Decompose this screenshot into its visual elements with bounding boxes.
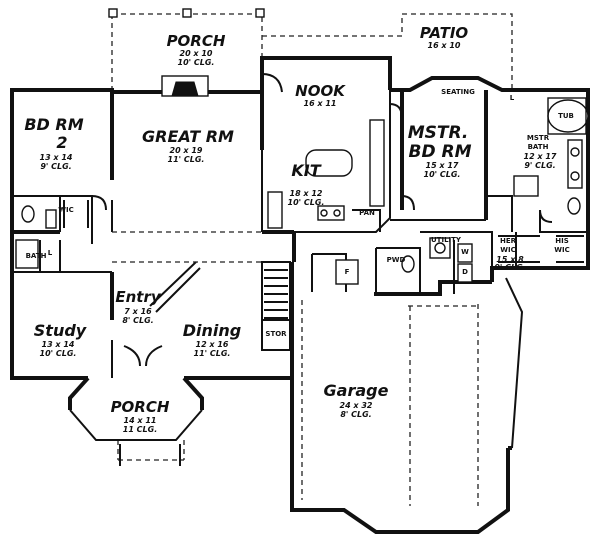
great-rm-name: GREAT RM xyxy=(142,127,234,146)
nook-name: NOOK xyxy=(295,82,346,100)
great-rm-dim: 20 x 19 xyxy=(170,146,203,155)
porch-column xyxy=(255,8,265,18)
interior-walls xyxy=(12,90,588,378)
linen-label-2: L xyxy=(510,94,515,102)
bd-rm-2-name-2: 2 xyxy=(56,133,67,152)
dryer-label: D xyxy=(462,268,468,276)
porch-column xyxy=(108,8,118,18)
utility-label: UTILITY xyxy=(431,236,462,244)
kitchen-counter xyxy=(369,119,385,207)
patio-dim: 16 x 10 xyxy=(428,41,461,50)
labels: PORCH 20 x 10 10' CLG. PATIO 16 x 10 NOO… xyxy=(24,24,574,434)
powder-label: PWD xyxy=(387,256,406,264)
kit-dim: 18 x 12 xyxy=(290,189,323,198)
mstr-bath-name-1: MSTR xyxy=(527,134,550,142)
garage-dim: 24 x 32 xyxy=(340,401,373,410)
porch-front-name: PORCH xyxy=(111,398,170,416)
her-wic-dim: 15 x 8 xyxy=(496,255,524,264)
garage-name: Garage xyxy=(324,381,389,400)
shower xyxy=(513,175,539,197)
dryer xyxy=(457,263,473,283)
bd-rm-2-clg: 9' CLG. xyxy=(40,162,71,171)
linen-label: L xyxy=(48,249,53,257)
washer-label: W xyxy=(461,248,469,256)
porch-front-dim: 14 x 11 xyxy=(124,416,157,425)
her-wic-name-2: WIC xyxy=(500,246,515,254)
kit-name: KIT xyxy=(291,161,321,180)
garage-clg: 8' CLG. xyxy=(340,410,371,419)
bath-tub xyxy=(15,239,39,269)
bd-rm-2-name-1: BD RM xyxy=(24,115,83,134)
his-wic-name-1: HIS xyxy=(555,237,569,245)
porch-column xyxy=(182,8,192,18)
study-clg: 10' CLG. xyxy=(40,349,77,358)
wic-label: WIC xyxy=(58,206,73,214)
bath-label: BATH xyxy=(26,252,47,260)
vanity xyxy=(45,209,57,229)
fridge-label: F xyxy=(345,268,350,276)
pan-label: PAN xyxy=(359,209,375,217)
toilet xyxy=(401,255,415,273)
dining-clg: 11' CLG. xyxy=(194,349,231,358)
mstr-bath-name-2: BATH xyxy=(528,143,549,151)
fridge xyxy=(335,259,359,285)
kitchen-counter xyxy=(267,191,283,229)
washer xyxy=(457,243,473,263)
dining-name: Dining xyxy=(183,321,241,340)
toilet xyxy=(21,205,35,223)
kit-clg: 10' CLG. xyxy=(288,198,325,207)
mstr-bd-rm-dim: 15 x 17 xyxy=(426,161,459,170)
mstr-bath-clg: 9' CLG. xyxy=(524,161,555,170)
dining-dim: 12 x 16 xyxy=(196,340,229,349)
porch-front-clg: 11 CLG. xyxy=(123,425,158,434)
entry-name: Entry xyxy=(115,288,161,306)
study-dim: 13 x 14 xyxy=(42,340,75,349)
porch-top-name: PORCH xyxy=(167,32,226,50)
vanity xyxy=(567,139,583,189)
his-wic-name-2: WIC xyxy=(554,246,569,254)
stor-label: STOR xyxy=(265,330,287,338)
seating-label: SEATING xyxy=(441,88,475,96)
bd-rm-2-dim: 13 x 14 xyxy=(40,153,73,162)
entry-clg: 8' CLG. xyxy=(122,316,153,325)
entry-dim: 7 x 16 xyxy=(124,307,152,316)
her-wic-name-1: HER xyxy=(500,237,517,245)
her-wic-clg: 9' CLG. xyxy=(494,263,525,272)
nook-dim: 16 x 11 xyxy=(304,99,337,108)
mstr-bd-rm-clg: 10' CLG. xyxy=(424,170,461,179)
mstr-bd-rm-name-1: MSTR. xyxy=(408,123,469,143)
porch-top-clg: 10' CLG. xyxy=(178,58,215,67)
great-rm-clg: 11' CLG. xyxy=(168,155,205,164)
toilet xyxy=(567,197,581,215)
exterior-walls xyxy=(10,56,590,534)
patio-name: PATIO xyxy=(420,24,469,42)
porch-top-dim: 20 x 10 xyxy=(180,49,213,58)
kitchen-island xyxy=(305,149,353,177)
mstr-bath-dim: 12 x 17 xyxy=(524,152,557,161)
study-name: Study xyxy=(34,321,87,340)
tub-label: TUB xyxy=(558,112,574,120)
fixtures xyxy=(15,73,589,500)
mstr-bd-rm-name-2: BD RM xyxy=(409,142,472,162)
